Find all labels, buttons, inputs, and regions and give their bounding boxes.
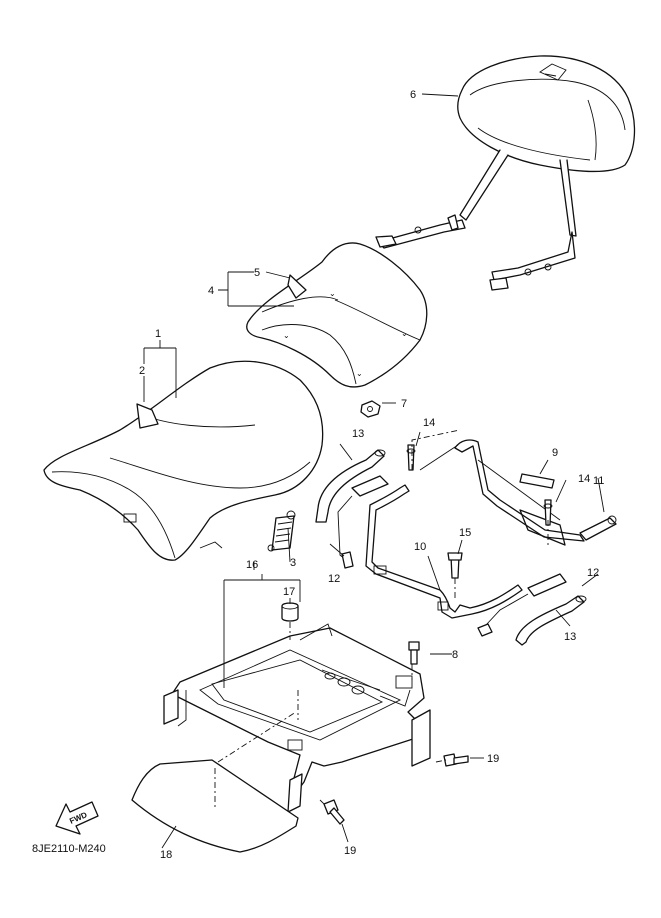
- callout-19-bottom: 19: [344, 845, 356, 857]
- guide-lines: [214, 429, 549, 808]
- diagram-code: 8JE2110-M240: [32, 843, 106, 855]
- callout-9: 9: [552, 447, 558, 459]
- warning-label: [519, 473, 555, 489]
- bolt-19-right: [443, 753, 469, 767]
- nut: [360, 400, 381, 418]
- callout-7: 7: [401, 398, 407, 410]
- leader-lines: [143, 93, 605, 849]
- svg-text:⌄: ⌄: [356, 369, 363, 378]
- callout-3: 3: [290, 557, 296, 569]
- svg-text:⌄: ⌄: [401, 329, 408, 338]
- callout-11: 11: [593, 475, 604, 487]
- right-cables: [477, 573, 587, 646]
- bolt-8: [408, 641, 420, 665]
- callout-5: 5: [254, 267, 260, 279]
- callout-16: 16: [246, 559, 258, 571]
- damper: [281, 602, 299, 640]
- callout-8: 8: [452, 649, 458, 661]
- callout-2: 2: [139, 365, 145, 377]
- callout-17: 17: [283, 586, 295, 598]
- callout-12-right: 12: [587, 567, 599, 579]
- left-cables: [315, 449, 389, 569]
- callouts: 1 2 3 4 5 6 7 8 9 10 11 12 12 13 13 14 1…: [139, 89, 604, 861]
- backrest: [375, 55, 636, 291]
- callout-10: 10: [414, 541, 426, 553]
- callout-14-right: 14: [578, 473, 590, 485]
- callout-13-left: 13: [352, 428, 364, 440]
- callout-15: 15: [459, 527, 471, 539]
- u-frame: [365, 439, 617, 619]
- callout-4: 4: [208, 285, 214, 297]
- callout-13-right: 13: [564, 631, 576, 643]
- front-seat: [43, 360, 324, 561]
- callout-14-top: 14: [423, 417, 435, 429]
- svg-text:⌄: ⌄: [283, 331, 290, 340]
- callout-1: 1: [155, 328, 161, 340]
- fwd-arrow-icon: FWD: [55, 801, 99, 835]
- bolt-19-bottom: [323, 799, 345, 825]
- svg-text:⌄: ⌄: [329, 289, 336, 298]
- rear-seat: ⌄ ⌄ ⌄ ⌄: [246, 242, 428, 388]
- spring: [267, 510, 296, 552]
- callout-6: 6: [410, 89, 416, 101]
- callout-18: 18: [160, 849, 172, 861]
- callout-12-left: 12: [328, 573, 340, 585]
- fasteners: [406, 444, 553, 579]
- callout-19-right: 19: [487, 753, 499, 765]
